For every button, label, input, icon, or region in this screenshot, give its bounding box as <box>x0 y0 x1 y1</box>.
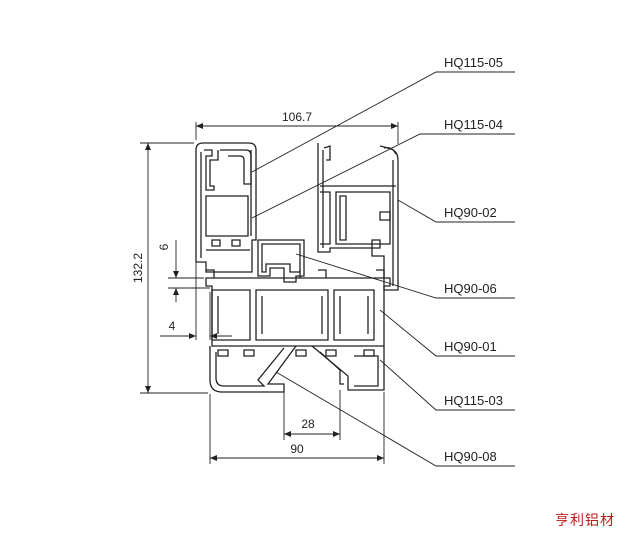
dim-top-width: 106.7 <box>282 110 312 124</box>
leader-hq115-05 <box>251 71 515 173</box>
dim-bottom-width: 90 <box>290 442 304 456</box>
watermark: 亨利铝材 <box>555 513 615 529</box>
dimension-lines <box>140 122 399 464</box>
callout-label: HQ90-01 <box>444 339 497 354</box>
callout-label: HQ115-04 <box>444 117 503 132</box>
leader-hq90-06 <box>295 253 515 299</box>
callout-label: HQ115-03 <box>444 393 503 408</box>
dim-offset-vertical: 6 <box>157 243 171 250</box>
leader-lines <box>251 71 515 467</box>
leader-hq115-04 <box>251 133 515 219</box>
callout-label: HQ90-08 <box>444 449 497 464</box>
dim-slot-width: 28 <box>301 417 315 431</box>
leader-hq90-08 <box>275 371 515 467</box>
profile-outlines <box>195 142 399 393</box>
callout-label: HQ90-02 <box>444 205 497 220</box>
callout-label: HQ90-06 <box>444 281 497 296</box>
leader-hq90-02 <box>397 199 515 223</box>
leader-hq115-03 <box>379 359 515 411</box>
dim-offset-horizontal: 4 <box>169 319 176 333</box>
leader-hq90-01 <box>379 309 515 357</box>
callout-label: HQ115-05 <box>444 55 503 70</box>
dim-height: 132.2 <box>131 253 145 283</box>
